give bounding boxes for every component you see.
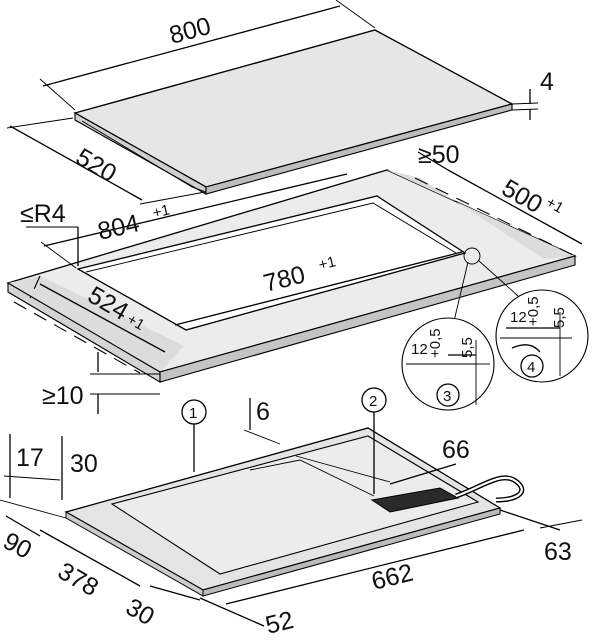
detail3-depth: 5,5 (459, 337, 476, 358)
dim-front-clearance: ≥10 (42, 352, 160, 414)
callout-2-label: 2 (369, 393, 377, 410)
worktop-frame (6, 169, 577, 383)
label-30-top: 30 (70, 450, 98, 478)
label-524-tol: +1 (124, 311, 147, 334)
detail4-depth: 5,5 (551, 307, 568, 328)
dim-90: 90 (0, 499, 67, 565)
detail4-tol: +0,5 (525, 296, 542, 326)
label-800: 800 (166, 12, 214, 50)
detail-4: 12 +0,5 5,5 4 (495, 289, 589, 383)
dim-17: 17 (3, 434, 61, 498)
detail4-number: 4 (527, 359, 535, 376)
callout-1-label: 1 (189, 405, 197, 422)
detail3-tol: +0,5 (427, 328, 444, 358)
dim-30-bottom: 30 (121, 585, 201, 631)
dim-6: 6 (243, 398, 281, 445)
detail3-number: 3 (443, 388, 451, 405)
cooktop-underside (64, 427, 525, 597)
dim-66: 66 (389, 436, 470, 485)
label-52: 52 (263, 606, 297, 640)
label-780-tol: +1 (317, 253, 338, 274)
label-66: 66 (442, 436, 470, 464)
dim-cooktop-thickness: 4 (511, 68, 554, 120)
callout-2: 2 (361, 387, 387, 494)
dim-30-top: 30 (61, 436, 98, 500)
dim-52: 52 (199, 597, 297, 640)
callout-1: 1 (181, 399, 207, 472)
label-90: 90 (0, 527, 36, 565)
label-500: 500 (497, 174, 547, 219)
label-804: 804 (95, 209, 142, 246)
label-378: 378 (53, 557, 103, 602)
detail-3: 12 +0,5 5,5 3 (401, 317, 495, 411)
label-17: 17 (16, 444, 44, 472)
label-r4: ≤R4 (20, 200, 66, 228)
label-500-tol: +1 (543, 194, 566, 217)
dim-rear-clearance: ≥50 (417, 141, 460, 171)
cooktop-panel (73, 29, 514, 195)
label-30-bottom: 30 (121, 593, 159, 631)
detail4-width: 12 (510, 309, 527, 326)
dim-63: 63 (499, 509, 583, 566)
label-804-tol: +1 (151, 201, 171, 221)
dim-corner-radius: ≤R4 (20, 200, 79, 266)
label-520: 520 (71, 143, 121, 188)
label-662: 662 (369, 559, 416, 596)
label-6: 6 (256, 398, 270, 426)
label-63: 63 (544, 538, 572, 566)
label-ge10: ≥10 (42, 382, 84, 410)
detail3-width: 12 (411, 341, 428, 358)
label-4: 4 (540, 68, 554, 96)
